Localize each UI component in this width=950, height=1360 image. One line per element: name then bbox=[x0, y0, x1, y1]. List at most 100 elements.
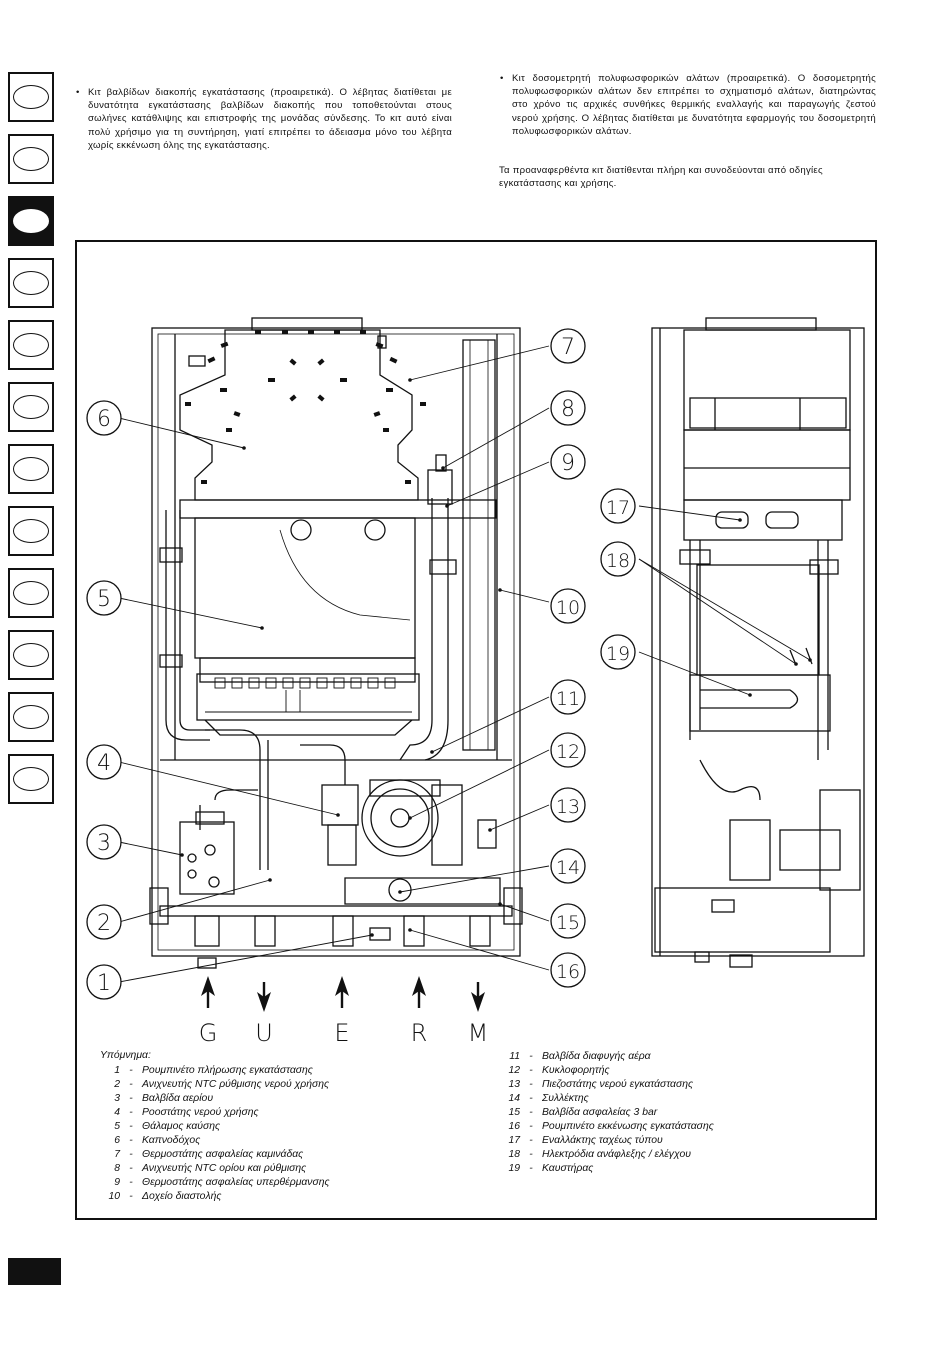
connection-letter: M bbox=[468, 1019, 489, 1047]
legend-item: 15-Βαλβίδα ασφαλείας 3 bar bbox=[500, 1106, 714, 1120]
diagram-frame bbox=[75, 240, 877, 1220]
legend-item-number: 11 bbox=[509, 1051, 520, 1062]
section-tab-11 bbox=[8, 692, 54, 742]
legend-item-text: Δοχείο διαστολής bbox=[142, 1191, 222, 1202]
connection-m: M bbox=[468, 982, 489, 1047]
intro-note: Τα προαναφερθέντα κιτ διατίθενται πλήρη … bbox=[499, 165, 823, 190]
legend-item-text: Θερμοστάτης ασφαλείας καμινάδας bbox=[142, 1149, 304, 1160]
legend-item-number: 4 bbox=[114, 1107, 120, 1118]
oval-icon bbox=[13, 147, 49, 171]
legend-item-dash: - bbox=[529, 1163, 533, 1174]
connection-g: G bbox=[199, 976, 217, 1047]
gas-valve bbox=[179, 821, 235, 895]
legend-item-number: 14 bbox=[508, 1093, 520, 1104]
section-tab-1 bbox=[8, 72, 54, 122]
oval-icon bbox=[13, 271, 49, 295]
legend-item: 2-Ανιχνευτής NTC ρύθμισης νερού χρήσης bbox=[100, 1078, 330, 1092]
arrow-up-icon bbox=[201, 976, 215, 996]
legend-item-text: Ανιχνευτής NTC ρύθμισης νερού χρήσης bbox=[142, 1079, 330, 1090]
callout-number: 13 bbox=[556, 796, 580, 818]
legend-item-text: Θάλαμος καύσης bbox=[142, 1121, 221, 1132]
expansion-vessel bbox=[462, 339, 496, 751]
legend-item-dash: - bbox=[529, 1107, 533, 1118]
arrow-down-icon bbox=[257, 992, 271, 1012]
callout-number: 1 bbox=[97, 971, 111, 996]
legend-item-number: 3 bbox=[114, 1093, 120, 1104]
callout-8: 8 bbox=[550, 390, 586, 426]
connection-letter: U bbox=[255, 1019, 273, 1047]
legend-item: 14-Συλλέκτης bbox=[500, 1092, 714, 1106]
legend-item-dash: - bbox=[129, 1163, 133, 1174]
legend-item-text: Ανιχνευτής NTC ορίου και ρύθμισης bbox=[142, 1163, 307, 1174]
arrow-down-icon bbox=[471, 992, 485, 1012]
section-tab-10 bbox=[8, 630, 54, 680]
legend-item-number: 1 bbox=[114, 1065, 120, 1076]
flow-switch bbox=[321, 784, 359, 826]
callout-18: 18 bbox=[600, 541, 636, 577]
callout-15: 15 bbox=[550, 903, 586, 939]
legend-item: 1-Ρουμπινέτο πλήρωσης εγκατάστασης bbox=[100, 1064, 330, 1078]
legend-item-dash: - bbox=[529, 1149, 533, 1160]
callout-5: 5 bbox=[86, 580, 122, 616]
oval-icon bbox=[13, 85, 49, 109]
bullet-symbol: • bbox=[500, 73, 504, 84]
legend-item: 12-Κυκλοφορητής bbox=[500, 1064, 714, 1078]
legend-item-text: Βαλβίδα διαφυγής αέρα bbox=[542, 1051, 651, 1062]
callout-number: 10 bbox=[556, 597, 580, 619]
legend-item-number: 6 bbox=[114, 1135, 120, 1146]
legend-item-dash: - bbox=[129, 1107, 133, 1118]
legend-item-dash: - bbox=[529, 1121, 533, 1132]
legend-item-number: 13 bbox=[508, 1079, 520, 1090]
legend-item-text: Βαλβίδα αερίου bbox=[142, 1093, 214, 1104]
callout-number: 4 bbox=[97, 751, 111, 776]
flue-hood bbox=[179, 329, 419, 501]
callout-number: 9 bbox=[561, 451, 575, 476]
callout-number: 17 bbox=[606, 497, 630, 519]
callout-9: 9 bbox=[550, 444, 586, 480]
legend-item-dash: - bbox=[129, 1093, 133, 1104]
bullet-symbol: • bbox=[76, 87, 80, 98]
callout-13: 13 bbox=[550, 787, 586, 823]
legend-left: Υπόμνημα: 1-Ρουμπινέτο πλήρωσης εγκατάστ… bbox=[100, 1049, 330, 1204]
legend-item: 3-Βαλβίδα αερίου bbox=[100, 1092, 330, 1106]
legend-item-dash: - bbox=[129, 1149, 133, 1160]
oval-icon bbox=[13, 581, 49, 605]
oval-icon bbox=[13, 519, 49, 543]
callout-7: 7 bbox=[550, 328, 586, 364]
callout-number: 11 bbox=[556, 688, 580, 710]
callout-11: 11 bbox=[550, 679, 586, 715]
legend-title: Υπόμνημα: bbox=[100, 1050, 151, 1061]
connection-letter: R bbox=[411, 1019, 428, 1047]
side-flue-hood bbox=[683, 329, 851, 431]
legend-item-dash: - bbox=[529, 1135, 533, 1146]
oval-icon bbox=[13, 767, 49, 791]
connection-u: U bbox=[255, 982, 273, 1047]
callout-1: 1 bbox=[86, 964, 122, 1000]
legend-item-dash: - bbox=[129, 1065, 133, 1076]
legend-item-number: 10 bbox=[108, 1191, 120, 1202]
callout-17: 17 bbox=[600, 488, 636, 524]
callout-3: 3 bbox=[86, 824, 122, 860]
side-casing bbox=[651, 327, 865, 957]
legend-item: 17-Εναλλάκτης ταχέως τύπου bbox=[500, 1134, 714, 1148]
legend-item: 5-Θάλαμος καύσης bbox=[100, 1120, 330, 1134]
plate-heat-exchanger bbox=[683, 499, 843, 541]
legend-item-text: Ρουμπινέτο εκκένωσης εγκατάστασης bbox=[542, 1121, 714, 1132]
connection-e: E bbox=[334, 976, 350, 1047]
arrow-up-icon bbox=[412, 976, 426, 996]
oval-icon bbox=[13, 457, 49, 481]
intro-right-text: Κιτ δοσομετρητή πολυφωσφορικών αλάτων (π… bbox=[512, 73, 876, 137]
callout-number: 15 bbox=[556, 912, 580, 934]
legend-item-number: 5 bbox=[114, 1121, 120, 1132]
legend-item-dash: - bbox=[529, 1093, 533, 1104]
boiler-casing bbox=[151, 327, 521, 957]
callout-19: 19 bbox=[600, 634, 636, 670]
legend-item-text: Θερμοστάτης ασφαλείας υπερθέρμανσης bbox=[142, 1177, 330, 1188]
callout-number: 18 bbox=[606, 550, 630, 572]
callout-16: 16 bbox=[550, 952, 586, 988]
section-tabs bbox=[8, 72, 56, 816]
legend-item-number: 16 bbox=[508, 1121, 520, 1132]
oval-icon bbox=[13, 333, 49, 357]
legend-item-number: 17 bbox=[508, 1135, 520, 1146]
